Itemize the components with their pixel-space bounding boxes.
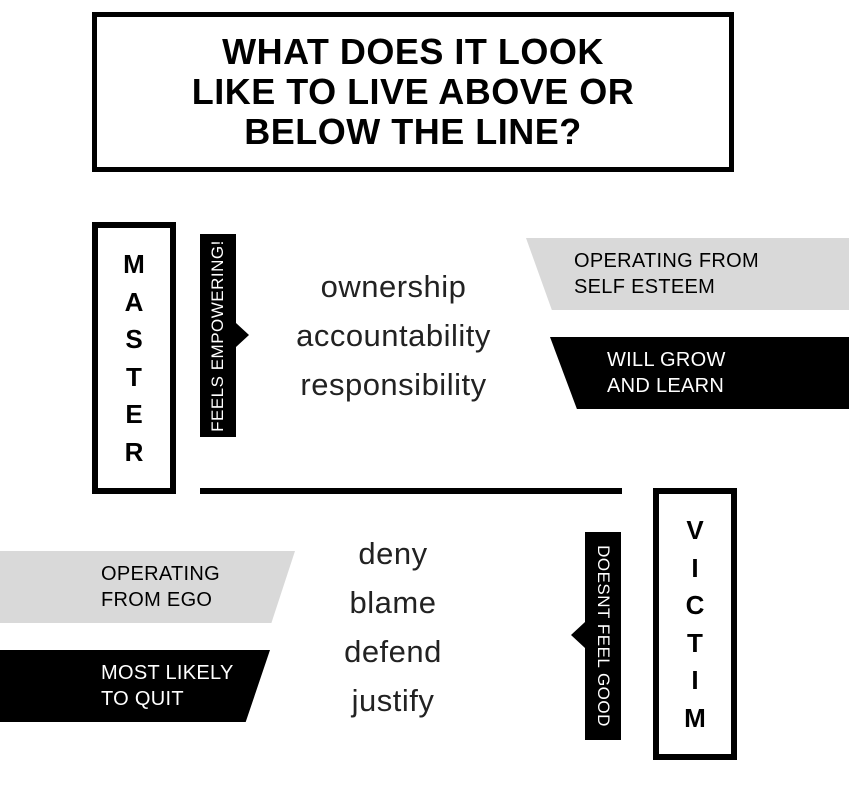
above-word: responsibility	[300, 367, 487, 402]
victim-letter: M	[684, 702, 706, 733]
doesnt-feel-good-label: DOESNT FEEL GOOD	[594, 545, 613, 727]
quit-label: MOST LIKELY TO QUIT	[101, 662, 234, 710]
below-word: blame	[349, 585, 437, 620]
victim-letter: I	[691, 665, 699, 696]
master-letter: R	[124, 436, 144, 467]
master-letter: T	[126, 361, 142, 392]
victim-letter: C	[685, 590, 705, 621]
title-box: WHAT DOES IT LOOK LIKE TO LIVE ABOVE OR …	[92, 12, 734, 172]
self-esteem-label: OPERATING FROM SELF ESTEEM	[574, 250, 759, 298]
below-line-words: deny blame defend justify	[305, 529, 481, 725]
below-word: defend	[344, 634, 442, 669]
tag-arrow-right-icon	[236, 323, 249, 347]
victim-box: V I C T I M	[653, 488, 737, 760]
page-title: WHAT DOES IT LOOK LIKE TO LIVE ABOVE OR …	[191, 31, 635, 152]
below-word: justify	[351, 683, 435, 718]
master-box: M A S T E R	[92, 222, 176, 494]
ego-label: OPERATING FROM EGO	[101, 563, 221, 611]
above-word: accountability	[296, 318, 491, 353]
grow-learn-label: WILL GROW AND LEARN	[607, 349, 726, 397]
master-letter: A	[124, 286, 144, 317]
self-esteem-banner: OPERATING FROM SELF ESTEEM	[526, 238, 849, 310]
victim-letter: I	[691, 552, 699, 583]
above-line-words: ownership accountability responsibility	[276, 262, 511, 409]
the-line-divider	[200, 488, 622, 494]
grow-learn-banner: WILL GROW AND LEARN	[550, 337, 849, 409]
doesnt-feel-good-tag: DOESNT FEEL GOOD	[585, 532, 621, 740]
quit-banner: MOST LIKELY TO QUIT	[0, 650, 270, 722]
master-letter: S	[125, 324, 143, 355]
victim-letter: V	[686, 515, 704, 546]
above-word: ownership	[320, 269, 467, 304]
below-word: deny	[358, 536, 428, 571]
feels-empowering-label: FEELS EMPOWERING!	[208, 239, 227, 432]
ego-banner: OPERATING FROM EGO	[0, 551, 295, 623]
master-letter: M	[123, 249, 145, 280]
feels-empowering-tag: FEELS EMPOWERING!	[200, 234, 236, 437]
victim-letter: T	[687, 627, 703, 658]
tag-arrow-left-icon	[571, 622, 585, 648]
master-letter: E	[125, 399, 143, 430]
